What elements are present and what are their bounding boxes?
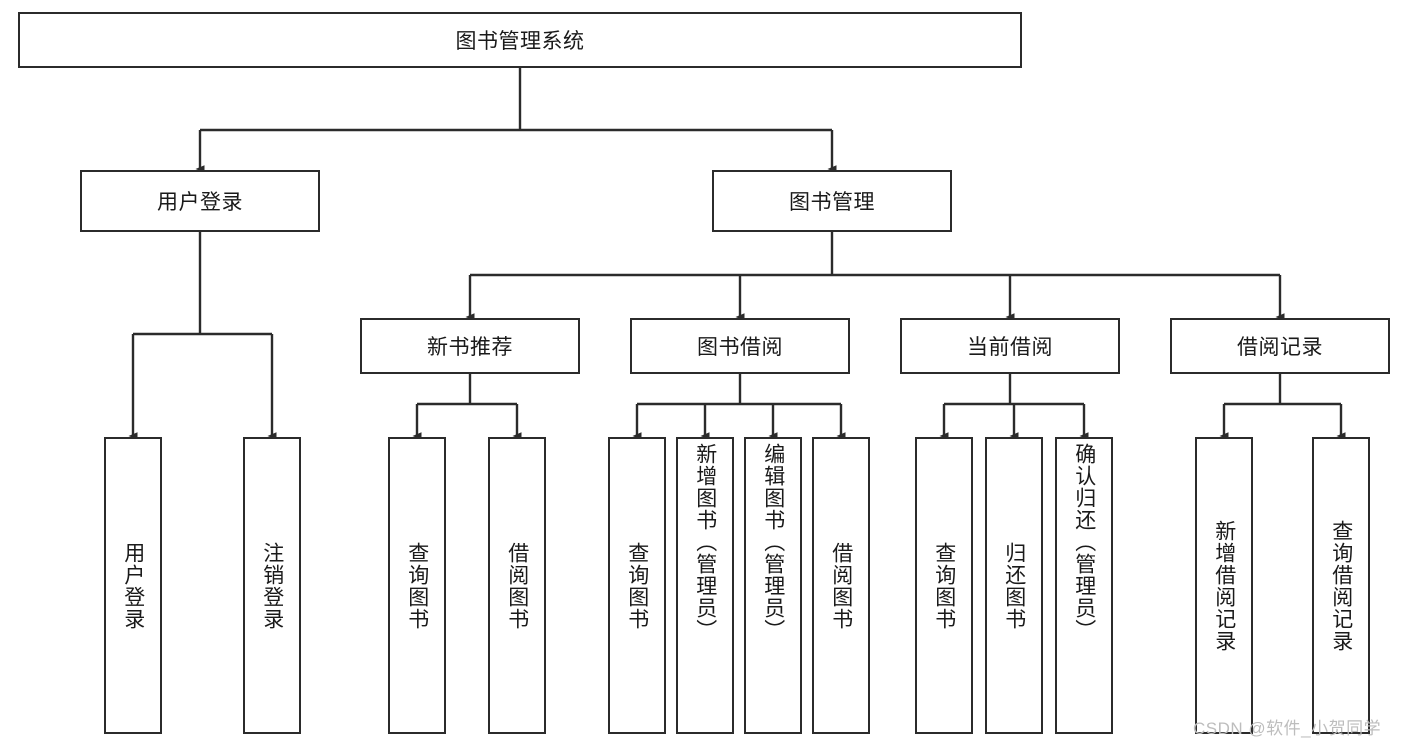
leaf-node-leaf-logout[interactable]: 注销登录 xyxy=(243,437,301,734)
leaf-node-leaf-return-book-label: 归还图书 xyxy=(1002,541,1026,630)
leaf-node-leaf-borrow-book-rec-label: 借阅图书 xyxy=(505,541,529,630)
node-new-book-recommend[interactable]: 新书推荐 xyxy=(360,318,580,374)
node-user-login-label: 用户登录 xyxy=(157,191,243,214)
node-root[interactable]: 图书管理系统 xyxy=(18,12,1022,68)
leaf-node-leaf-query-book-rec[interactable]: 查询图书 xyxy=(388,437,446,734)
leaf-node-leaf-query-book-borrow[interactable]: 查询图书 xyxy=(608,437,666,734)
leaf-node-leaf-query-book-current[interactable]: 查询图书 xyxy=(915,437,973,734)
node-borrow-record-label: 借阅记录 xyxy=(1237,336,1323,359)
leaf-node-leaf-query-book-borrow-label: 查询图书 xyxy=(625,541,649,630)
node-user-login[interactable]: 用户登录 xyxy=(80,170,320,232)
leaf-node-leaf-confirm-return[interactable]: 确认归还（管理员） xyxy=(1055,437,1113,734)
leaf-node-leaf-add-book-label: 新增图书（管理员） xyxy=(693,443,717,641)
leaf-node-leaf-query-book-rec-label: 查询图书 xyxy=(405,541,429,630)
node-borrow-record[interactable]: 借阅记录 xyxy=(1170,318,1390,374)
node-book-manage[interactable]: 图书管理 xyxy=(712,170,952,232)
leaf-node-leaf-return-book[interactable]: 归还图书 xyxy=(985,437,1043,734)
leaf-node-leaf-query-book-current-label: 查询图书 xyxy=(932,541,956,630)
leaf-node-leaf-edit-book-label: 编辑图书（管理员） xyxy=(761,443,785,641)
node-root-label: 图书管理系统 xyxy=(455,30,585,53)
leaf-node-leaf-logout-label: 注销登录 xyxy=(260,541,284,630)
leaf-node-leaf-add-record-label: 新增借阅记录 xyxy=(1212,519,1236,652)
leaf-node-leaf-borrow-book[interactable]: 借阅图书 xyxy=(812,437,870,734)
leaf-node-leaf-query-record[interactable]: 查询借阅记录 xyxy=(1312,437,1370,734)
leaf-node-leaf-add-book[interactable]: 新增图书（管理员） xyxy=(676,437,734,734)
csdn-watermark: CSDN @软件_小贺同学 xyxy=(1193,719,1382,738)
node-book-borrow[interactable]: 图书借阅 xyxy=(630,318,850,374)
leaf-node-leaf-add-record[interactable]: 新增借阅记录 xyxy=(1195,437,1253,734)
node-current-borrow[interactable]: 当前借阅 xyxy=(900,318,1120,374)
leaf-node-leaf-borrow-book-label: 借阅图书 xyxy=(829,541,853,630)
node-book-borrow-label: 图书借阅 xyxy=(697,336,783,359)
leaf-node-leaf-query-record-label: 查询借阅记录 xyxy=(1329,519,1353,652)
leaf-node-leaf-user-login[interactable]: 用户登录 xyxy=(104,437,162,734)
leaf-node-leaf-borrow-book-rec[interactable]: 借阅图书 xyxy=(488,437,546,734)
leaf-node-leaf-confirm-return-label: 确认归还（管理员） xyxy=(1072,443,1096,641)
leaf-node-leaf-edit-book[interactable]: 编辑图书（管理员） xyxy=(744,437,802,734)
node-current-borrow-label: 当前借阅 xyxy=(967,336,1053,359)
node-book-manage-label: 图书管理 xyxy=(789,191,875,214)
leaf-node-leaf-user-login-label: 用户登录 xyxy=(121,541,145,630)
node-new-book-recommend-label: 新书推荐 xyxy=(427,336,513,359)
